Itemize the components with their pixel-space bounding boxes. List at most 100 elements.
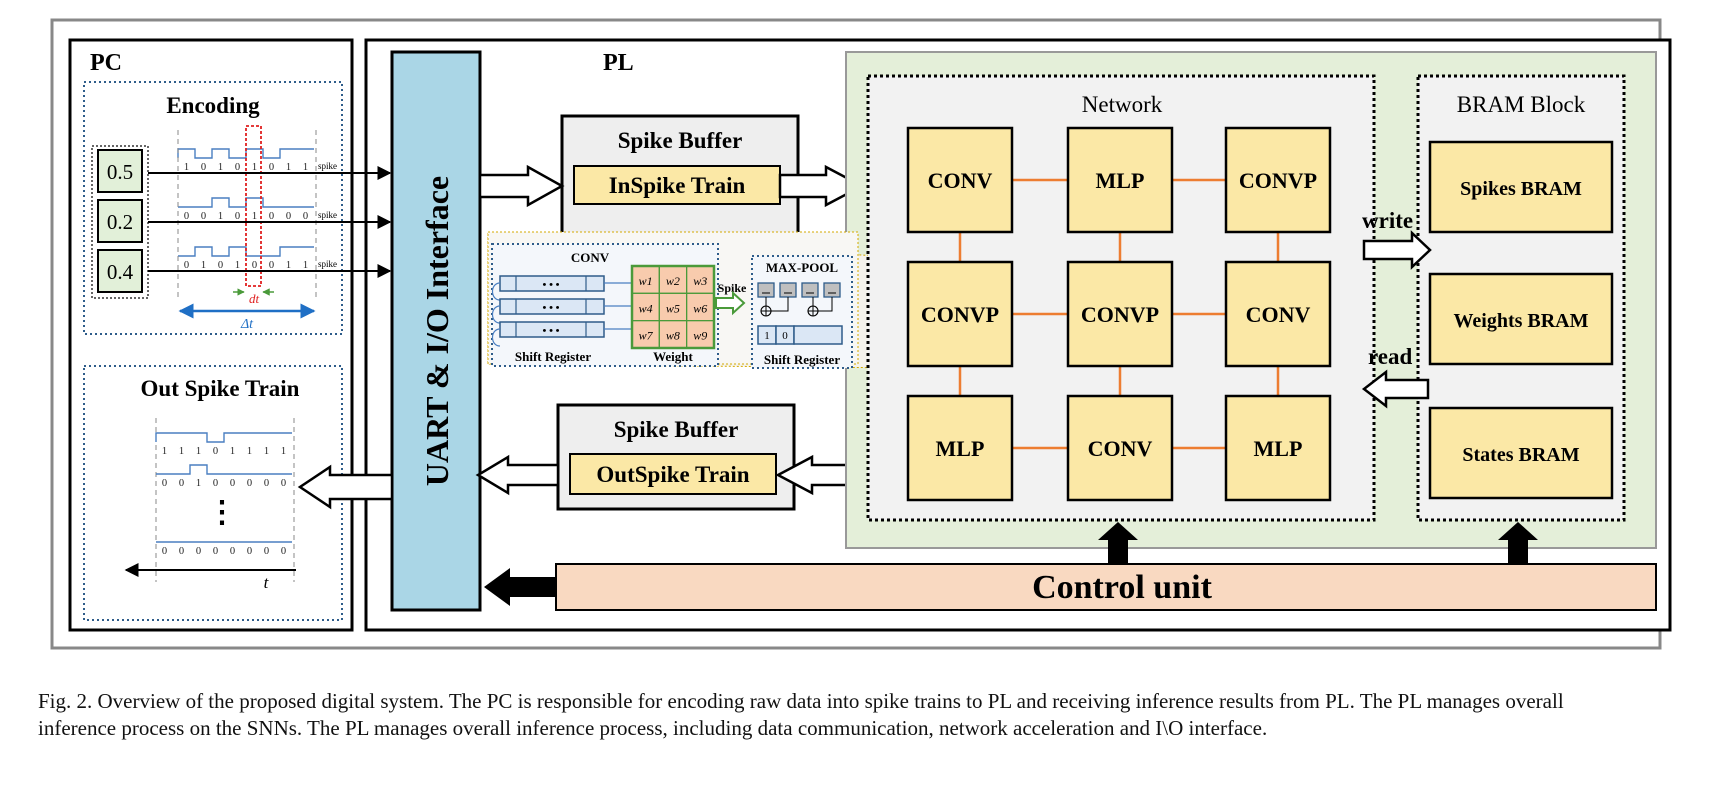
spike-waveform [177,148,314,159]
spike-waveform [156,464,292,475]
weight-value: w7 [639,329,654,343]
spike-bit: 1 [264,446,269,457]
shift-register-label: Shift Register [515,349,591,364]
network-layer-block [906,126,1014,234]
spike-bit: 1 [303,260,308,271]
network-layer-label: CONV [1246,302,1311,327]
spike-bit: 1 [247,446,252,457]
network-layer-label: MLP [936,436,985,461]
bram-block-label: Spikes BRAM [1460,178,1582,200]
outspike-train-label: OutSpike Train [596,462,749,487]
spike-tag: spike [318,161,337,171]
time-axis-label: t [264,573,270,592]
control-to-bram-arrow [1498,522,1538,564]
spike-bit: 0 [218,260,223,271]
spike-bit: 0 [179,478,184,489]
spike-tag: spike [318,210,337,220]
network-layer-block [1224,260,1332,368]
dt-window [245,125,262,287]
spike-bit: 0 [264,546,269,557]
bram-list: Spikes BRAM Weights BRAM States BRAM [1428,140,1614,500]
maxpool-input-cell [801,282,819,298]
spike-bit: 0 [235,211,240,222]
maxpool-register-bit: 1 [764,330,770,342]
maxpool-input-cell [757,282,775,298]
input-value: 0.5 [107,160,133,184]
weight-value: w4 [639,301,653,315]
bram-block-item [1428,272,1614,366]
spike-bit: 0 [162,546,167,557]
weight-cell [685,320,715,349]
spike-bit: 0 [303,211,308,222]
spike-bit: 1 [286,162,291,173]
conv-detail-title: CONV [571,250,610,265]
bram-block-item [1428,406,1614,500]
network-layer-label: CONVP [1239,168,1317,193]
spike-bit: 0 [213,546,218,557]
spike-waveform [178,197,314,208]
maxpool-detail [751,255,853,369]
control-unit [555,563,1657,611]
bram-block-item [1428,140,1614,234]
spike-bit: 1 [281,446,286,457]
spike-tag: spike [318,259,337,269]
spike-bit: 1 [218,211,223,222]
shift-register2-label: Shift Register [764,352,840,367]
shift-register-feedback [491,282,501,301]
read-label: read [1368,344,1413,369]
maxpool-input-cell [823,282,841,298]
bram-title: BRAM Block [1457,92,1586,117]
network-layer-label: MLP [1254,436,1303,461]
shift-register-dots: • • • [542,302,559,314]
shift-register-feedback [491,305,501,324]
out-spike-title: Out Spike Train [141,376,300,401]
network-connections [958,178,1280,450]
network-layer-block [1066,394,1174,502]
spike-bit: 1 [201,260,206,271]
input-value-box [97,199,143,243]
maxpool-input-cell [779,282,797,298]
bram-block-label: States BRAM [1462,444,1579,466]
maxpool-title: MAX-POOL [766,260,839,275]
spike-buffer-top-title: Spike Buffer [618,128,743,153]
spike-bit: 1 [252,211,257,222]
spike-bit: 0 [213,446,218,457]
spike-bit: 0 [230,478,235,489]
spike-bit: 1 [230,446,235,457]
uart-io-label: UART & I/O Interface [419,176,455,486]
weight-value: w5 [666,301,680,315]
network-layer-label: CONV [1088,436,1153,461]
input-value: 0.2 [107,210,133,234]
input-value-box [97,249,143,293]
spike-buffer-bottom-title: Spike Buffer [614,417,739,442]
write-label: write [1362,208,1413,233]
spike-bit: 0 [247,546,252,557]
spike-bit: 1 [196,478,201,489]
maxpool-wiring [765,297,833,312]
input-values: 0.50.20.4 [97,149,143,293]
spike-bit: 0 [281,546,286,557]
read-arrow [1361,369,1430,409]
weight-value: w9 [693,329,707,343]
weight-label: Weight [653,349,693,364]
spike-bit: 0 [281,478,286,489]
spike-bit: 0 [179,546,184,557]
spike-waveform [155,432,292,443]
spike-bit: 0 [269,211,274,222]
weight-value: w1 [639,274,653,288]
spike-bit: 0 [269,162,274,173]
control-unit-label: Control unit [1032,569,1212,606]
spike-bit: 0 [201,162,206,173]
bram-block-label: Weights BRAM [1454,310,1589,332]
delta-t-label: Δt [240,317,254,332]
network-layer-label: CONVP [921,302,999,327]
weight-grid-frame [630,264,716,350]
spike-bit: 0 [196,546,201,557]
spike-bit: 0 [247,478,252,489]
spike-bit: 1 [235,260,240,271]
